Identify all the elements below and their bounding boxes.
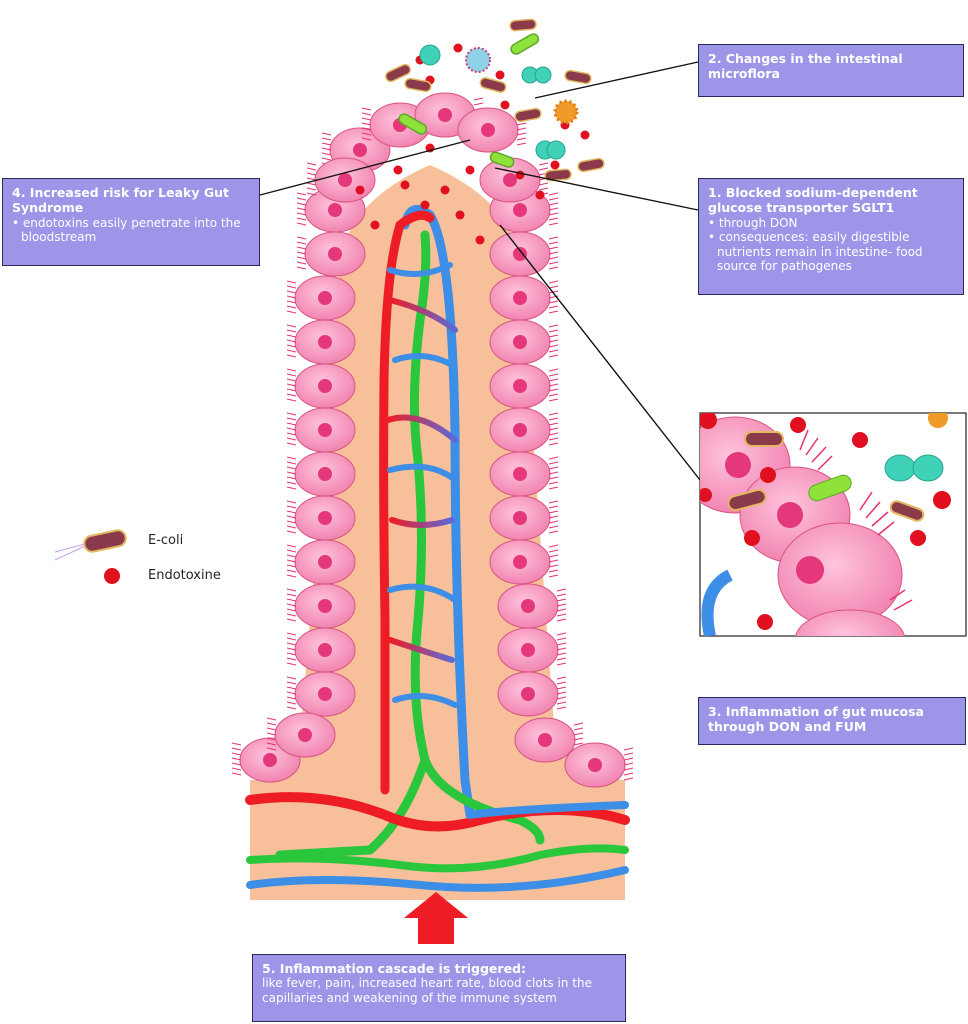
epithelial-cell (489, 539, 559, 585)
legend-ecoli-icon (54, 529, 127, 561)
microflora-bacteria (384, 18, 605, 182)
endotoxin-dot (475, 235, 485, 245)
epithelial-cell (489, 451, 559, 497)
sglt1-point: • through DON (708, 215, 798, 230)
bacterium (384, 63, 412, 83)
epithelial-cells (231, 92, 634, 788)
upward-arrow-icon (404, 892, 468, 944)
epithelial-cell (286, 275, 356, 321)
epithelial-cell (489, 407, 559, 453)
sglt1-point: • consequences: easily digestible nutrie… (708, 230, 923, 274)
endotoxin-dot (500, 100, 510, 110)
epithelial-cell (286, 407, 356, 453)
sglt1-title: 1. Blocked sodium-dependent glucose tran… (708, 185, 918, 216)
epithelial-cell (296, 231, 366, 277)
bacterium (577, 157, 605, 173)
epithelial-cell (489, 319, 559, 365)
microflora-title: 2. Changes in the intestinal microflora (708, 51, 903, 82)
endotoxin-dot (453, 43, 463, 53)
epithelial-cell (497, 583, 567, 629)
endotoxin-dot (355, 185, 365, 195)
epithelial-cell (286, 671, 356, 717)
capillary-network (245, 204, 630, 892)
epithelial-cell (286, 627, 356, 673)
inflammation-cascade-text: like fever, pain, increased heart rate, … (262, 976, 592, 1005)
bacterium (514, 107, 542, 123)
endotoxin-dot (400, 180, 410, 190)
bacterium (564, 69, 592, 85)
mucosa-inflammation-title: 3. Inflammation of gut mucosa through DO… (708, 704, 924, 735)
endotoxin-dot (455, 210, 465, 220)
endotoxin-dot (495, 70, 505, 80)
leader-lines (259, 61, 701, 481)
endotoxin-dot (420, 200, 430, 210)
legend-ecoli-label: E-coli (148, 533, 184, 548)
bacterium (510, 33, 540, 55)
leaky-gut-box: 4. Increased risk for Leaky Gut Syndrome… (2, 178, 260, 266)
legend-endotoxine-label: Endotoxine (148, 568, 221, 583)
inflammation-cascade-box: 5. Inflammation cascade is triggered: li… (252, 954, 626, 1022)
endotoxin-dot (370, 220, 380, 230)
epithelial-cell (286, 319, 356, 365)
leaky-gut-title: 4. Increased risk for Leaky Gut Syndrome (12, 185, 229, 216)
legend-endotoxine-icon (104, 568, 120, 584)
epithelial-cell (266, 712, 336, 758)
coccus (534, 66, 552, 84)
epithelial-cell (489, 363, 559, 409)
bacterium (489, 151, 515, 168)
coccus (419, 44, 441, 66)
epithelial-cell (286, 363, 356, 409)
endotoxin-dot (550, 160, 560, 170)
microflora-box: 2. Changes in the intestinal microflora (698, 44, 964, 97)
mucosa-inflammation-box: 3. Inflammation of gut mucosa through DO… (698, 697, 966, 745)
bacterium (544, 168, 572, 182)
endotoxin-dot (465, 165, 475, 175)
epithelial-cell (286, 451, 356, 497)
virus (465, 47, 491, 73)
epithelial-cell (286, 583, 356, 629)
leaky-gut-point: • endotoxins easily penetrate into the b… (12, 215, 241, 245)
artery-vessel (379, 210, 435, 795)
epithelial-cell (497, 627, 567, 673)
epithelial-cell (489, 231, 559, 277)
inflammation-cascade-title: 5. Inflammation cascade is triggered: (262, 961, 527, 976)
bacterium (509, 18, 537, 32)
virus (553, 99, 579, 125)
epithelial-cell (564, 742, 634, 788)
sglt1-box: 1. Blocked sodium-dependent glucose tran… (698, 178, 964, 295)
bacterium (398, 113, 428, 135)
epithelial-cell (514, 717, 584, 763)
coccus (546, 140, 566, 160)
endotoxin-dot (580, 130, 590, 140)
endotoxin-dot (535, 190, 545, 200)
zoom-inset (699, 412, 967, 637)
epithelial-cell (489, 275, 559, 321)
epithelial-cell (457, 107, 527, 153)
epithelial-cell (497, 671, 567, 717)
epithelial-cell (489, 495, 559, 541)
epithelial-cell (286, 539, 356, 585)
endotoxin-dot (393, 165, 403, 175)
endotoxin-dot (440, 185, 450, 195)
bacterium (404, 77, 432, 93)
epithelial-cell (286, 495, 356, 541)
bacterium (479, 77, 507, 93)
